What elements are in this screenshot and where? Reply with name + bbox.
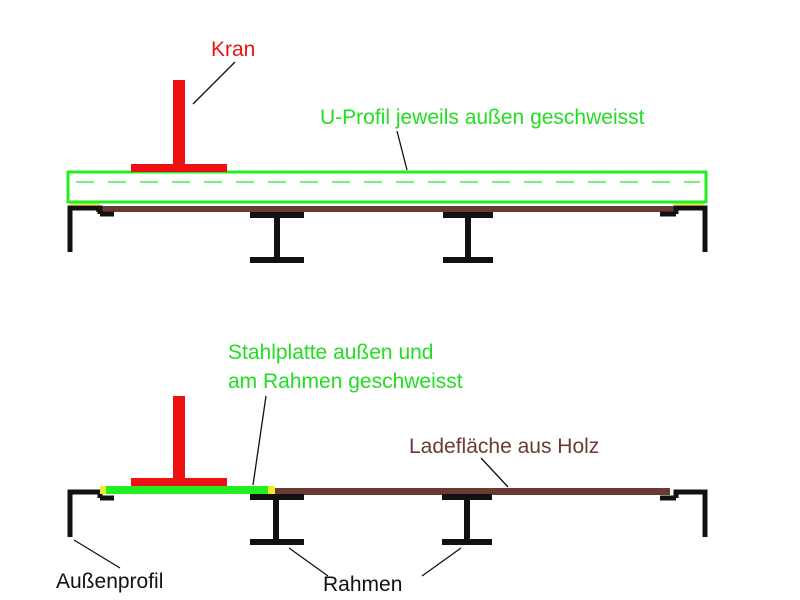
- top-wood-bed: [96, 206, 674, 212]
- top-crane-leader: [192, 61, 236, 105]
- bottom-wood-bed: [270, 488, 670, 495]
- bottom-steel-plate: [102, 486, 274, 494]
- bottom-frame-label: Rahmen: [323, 573, 402, 596]
- bottom-plate-label-line2: am Rahmen geschweisst: [228, 370, 463, 393]
- bottom-frame-leader-1: [288, 547, 329, 577]
- top-channel-leader: [396, 130, 408, 171]
- bottom-frame-beam-2: [442, 494, 492, 545]
- top-variant: Kran U-Profil jeweils außen geschweisst: [66, 38, 708, 263]
- bottom-outer-profile-leader: [73, 539, 121, 569]
- bottom-crane-post: [173, 396, 185, 482]
- top-u-profile: [66, 170, 708, 204]
- bottom-left-outer-profile: [67, 489, 114, 537]
- bottom-variant: Stahlplatte außen und am Rahmen geschwei…: [56, 341, 708, 596]
- bottom-right-weld: [268, 486, 275, 494]
- bottom-left-weld: [100, 486, 106, 494]
- top-frame-beam-2: [443, 212, 493, 263]
- bottom-frame-leader-2: [421, 547, 462, 577]
- bottom-plate-leader: [252, 395, 267, 486]
- bottom-outer-profile-label: Außenprofil: [56, 570, 163, 593]
- bottom-wood-label: Ladefläche aus Holz: [409, 435, 599, 458]
- top-crane-post: [173, 80, 185, 168]
- top-frame-beam-1: [250, 212, 304, 263]
- top-channel-label: U-Profil jeweils außen geschweisst: [320, 106, 645, 129]
- bottom-right-outer-profile: [660, 489, 708, 537]
- bottom-wood-leader: [480, 457, 509, 488]
- top-crane-label: Kran: [211, 38, 255, 61]
- bottom-frame-beam-1: [250, 494, 304, 545]
- top-left-outer-profile: [67, 205, 114, 252]
- bottom-plate-label-line1: Stahlplatte außen und: [228, 341, 434, 364]
- top-right-outer-profile: [660, 205, 708, 252]
